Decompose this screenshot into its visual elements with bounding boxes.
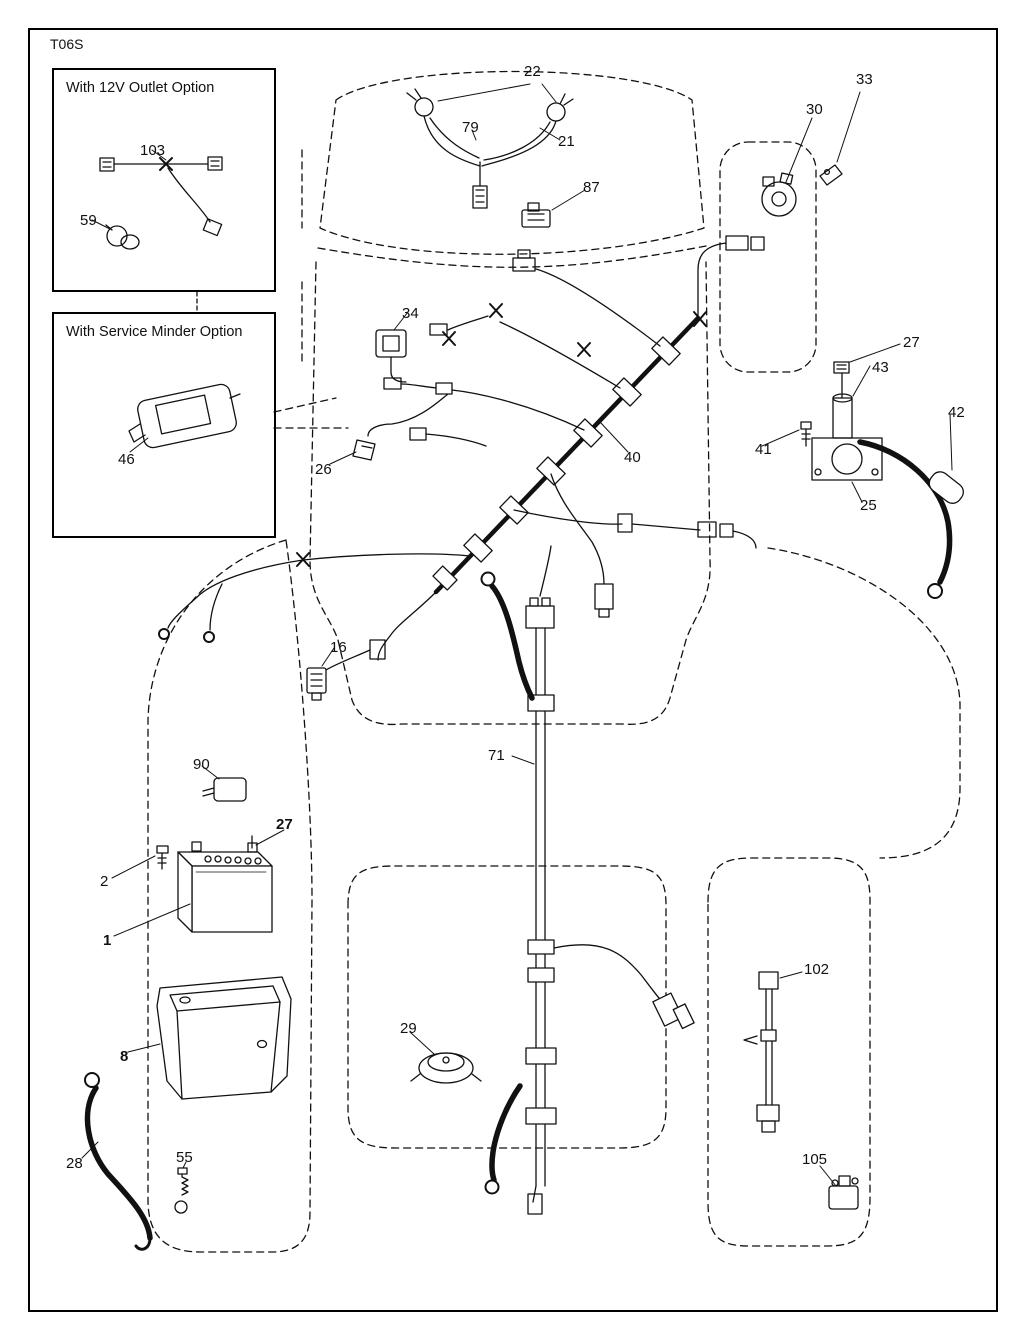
part-label-16: 16 <box>330 639 347 656</box>
relay-90 <box>201 765 247 802</box>
interlock-102 <box>743 971 803 1133</box>
part-label-34: 34 <box>402 305 419 322</box>
diagram-code: T06S <box>50 36 84 52</box>
inset-service-minder-option: With Service Minder Option <box>52 312 276 538</box>
diagram-border <box>28 28 998 1312</box>
part-label-30: 30 <box>806 101 823 118</box>
part-label-105: 105 <box>802 1151 828 1168</box>
screw-55 <box>174 1161 189 1214</box>
inset2-title: With Service Minder Option <box>66 324 243 340</box>
solenoid-bracket-group <box>761 343 964 599</box>
part-label-27-right: 27 <box>903 334 920 351</box>
inset2-artwork <box>128 383 241 453</box>
inset1-artwork <box>91 149 223 250</box>
part-label-21: 21 <box>558 133 575 150</box>
part-label-26: 26 <box>315 461 332 478</box>
part-label-55: 55 <box>176 1149 193 1166</box>
part-label-79: 79 <box>462 119 479 136</box>
headlight-harness <box>406 83 574 209</box>
part-label-40: 40 <box>624 449 641 466</box>
part-label-59: 59 <box>80 212 97 229</box>
battery <box>111 829 285 937</box>
chassis-dashed-outlines <box>147 70 961 1253</box>
part-label-71: 71 <box>488 747 505 764</box>
battery-box <box>127 976 292 1100</box>
part-label-33: 33 <box>856 71 873 88</box>
main-harness <box>158 235 765 701</box>
ignition-switch <box>761 117 813 217</box>
part-label-1: 1 <box>103 932 112 949</box>
part-label-2: 2 <box>100 873 109 890</box>
part-label-29: 29 <box>400 1020 417 1037</box>
inset1-title: With 12V Outlet Option <box>66 80 215 96</box>
part-label-103: 103 <box>140 142 166 159</box>
part-label-87: 87 <box>583 179 600 196</box>
part-label-27-left: 27 <box>276 816 293 833</box>
solenoid-105 <box>819 1165 859 1210</box>
part-label-43: 43 <box>872 359 889 376</box>
inset-12v-outlet-option: With 12V Outlet Option <box>52 68 276 292</box>
part-label-42: 42 <box>948 404 965 421</box>
part-label-102: 102 <box>804 961 830 978</box>
vertical-harness-71 <box>480 545 695 1215</box>
part-label-22: 22 <box>524 63 541 80</box>
part-label-90: 90 <box>193 756 210 773</box>
part-label-8: 8 <box>120 1048 129 1065</box>
ignition-key <box>819 91 861 186</box>
seat-switch <box>409 1031 482 1084</box>
part-label-41: 41 <box>755 441 772 458</box>
ground-cable-28 <box>81 1072 153 1251</box>
connector-87 <box>521 189 586 228</box>
part-label-25: 25 <box>860 497 877 514</box>
part-label-46: 46 <box>118 451 135 468</box>
part-label-28: 28 <box>66 1155 83 1172</box>
